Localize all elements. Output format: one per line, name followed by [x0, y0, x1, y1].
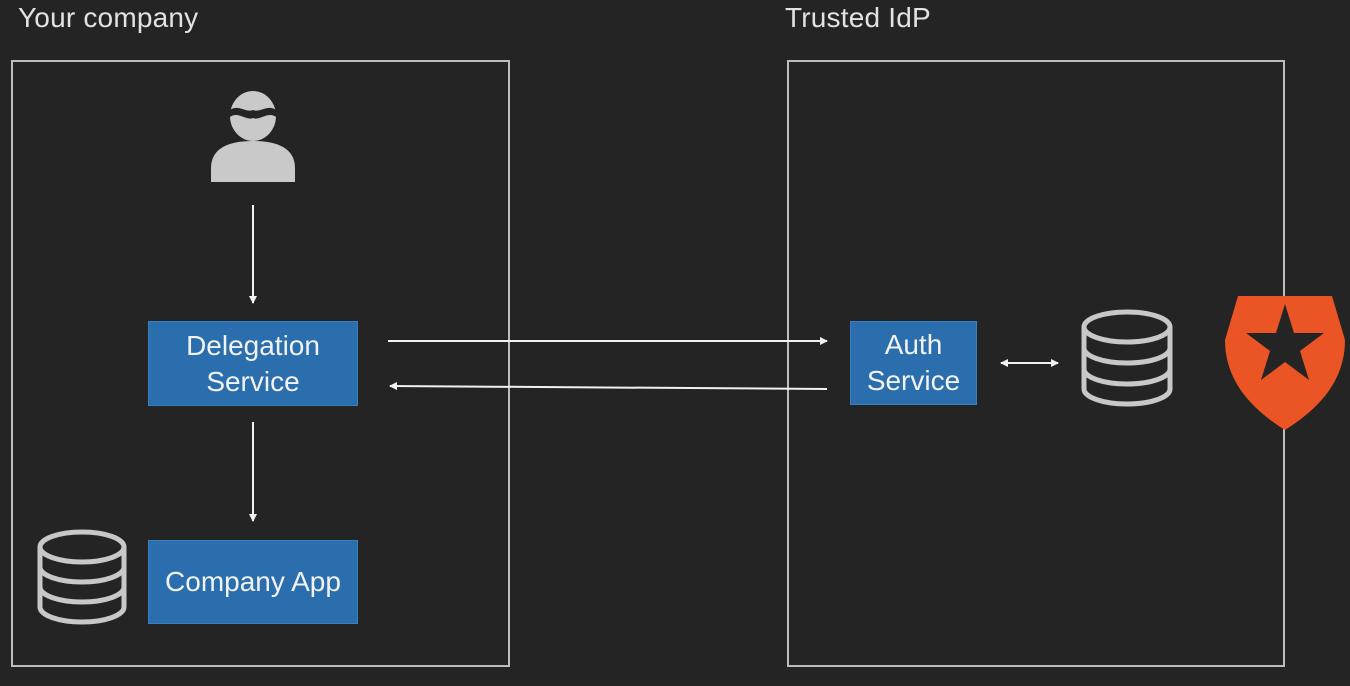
company-app-label: Company App: [165, 566, 341, 597]
delegation-service-label-line1: Delegation: [186, 329, 320, 361]
your-company-title: Your company: [18, 2, 199, 33]
trusted-idp-title: Trusted IdP: [785, 2, 931, 33]
company-app-box: Company App: [148, 540, 358, 624]
auth-service-label-line1: Auth: [884, 329, 943, 360]
auth-service-box: Auth Service: [850, 321, 977, 405]
your-company-region: [11, 60, 510, 667]
auth-service-label-line2: Service: [866, 365, 961, 396]
delegation-service-box: Delegation Service: [148, 321, 358, 406]
delegation-service-label-line2: Service: [206, 365, 300, 397]
